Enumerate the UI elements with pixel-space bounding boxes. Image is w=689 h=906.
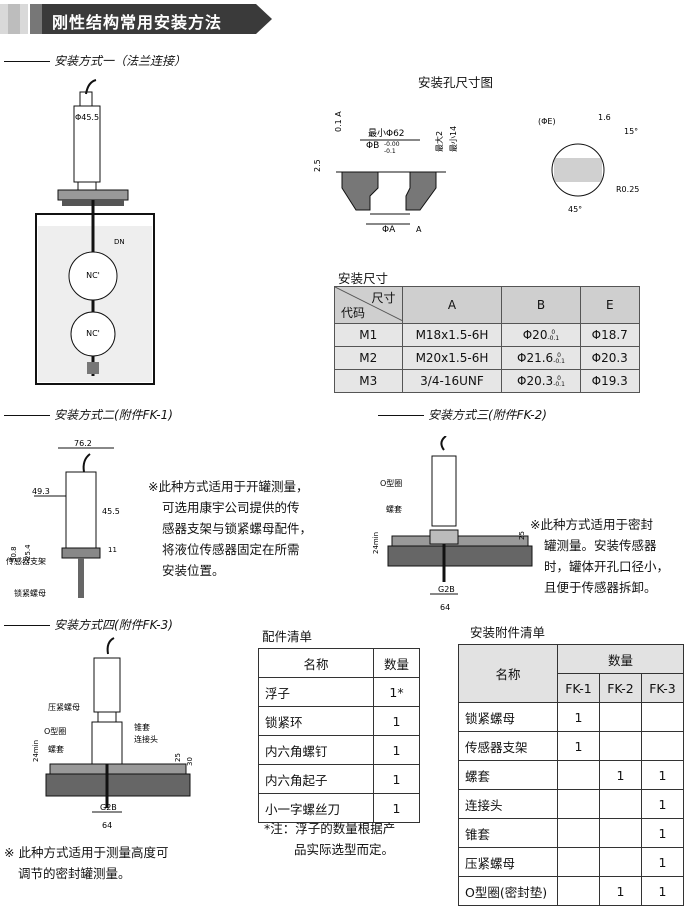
svg-text:30: 30 [186,757,194,766]
header-banner [0,4,272,34]
svg-text:锁紧螺母: 锁紧螺母 [14,588,46,598]
svg-text:1.6: 1.6 [598,113,611,122]
svg-text:最小14: 最小14 [449,126,458,152]
method4-note: ※ 此种方式适用于测量高度可 调节的密封罐测量。 [4,845,169,881]
svg-text:2.5: 2.5 [313,159,322,172]
hole-drawing: 0.1 A 最小Φ62 ΦB -0.00 -0.1 最大2 最小14 2.5 Φ… [313,111,639,235]
svg-text:连接头: 连接头 [134,734,158,744]
svg-text:G2B: G2B [100,803,117,812]
method4-heading: 安装方式四(附件FK-3) [4,616,173,633]
svg-text:G2B: G2B [438,585,455,594]
method2-drawing: 76.2 49.3 45.5 50.8 25.4 11 传感器支架 锁紧螺母 [6,439,120,598]
hole-title: 安装孔尺寸图 [418,75,494,90]
method3-note: ※此种方式适用于密封 罐测量。安装传感器 时，罐体开孔口径小， 且便于传感器拆卸… [530,517,670,595]
svg-text:NC': NC' [86,329,100,338]
method3-heading: 安装方式三(附件FK-2) [378,406,547,423]
accessories-title: 安装附件清单 [470,625,546,640]
svg-text:24min: 24min [32,740,40,762]
method4-drawing: 压紧螺母 O型圈 螺套 锥套 连接头 24min 25 30 G2B 64 [32,637,194,830]
svg-text:25: 25 [174,753,182,762]
method2-heading: 安装方式二(附件FK-1) [4,406,173,423]
method3-drawing: O型圈 螺套 24min 25 G2B 64 [372,436,533,612]
method1-drawing: Φ45.5 DN NC' NC' [35,79,155,385]
method1-heading: 安装方式一（法兰连接） [4,52,186,69]
svg-text:ΦA: ΦA [382,225,396,235]
svg-text:-0.1: -0.1 [384,148,396,155]
dimensions-corner-cell: 尺寸 代码 [334,286,403,324]
svg-text:0.1 A: 0.1 A [334,111,343,132]
dimensions-title: 安装尺寸 [338,271,389,286]
page-title: 刚性结构常用安装方法 [52,13,223,32]
method2-note: ※此种方式适用于开罐测量， 可选用康宇公司提供的传 感器支架与锁紧螺母配件， 将… [148,479,313,578]
svg-text:25.4: 25.4 [24,544,32,560]
svg-text:压紧螺母: 压紧螺母 [48,702,80,712]
svg-text:O型圈: O型圈 [380,479,402,488]
svg-text:45.5: 45.5 [102,507,120,516]
svg-text:螺套: 螺套 [386,504,402,514]
svg-text:24min: 24min [372,532,380,554]
svg-text:76.2: 76.2 [74,439,92,448]
svg-text:11: 11 [108,546,117,554]
svg-text:传感器支架: 传感器支架 [6,556,46,566]
svg-text:(ΦE): (ΦE) [538,117,556,126]
svg-text:最大2: 最大2 [434,131,444,152]
svg-text:螺套: 螺套 [48,744,64,754]
svg-text:49.3: 49.3 [32,487,50,496]
svg-text:R0.25: R0.25 [616,185,639,194]
parts-title: 配件清单 [262,629,313,644]
svg-text:NC': NC' [86,271,100,280]
svg-text:-0.00: -0.00 [384,141,400,148]
svg-text:DN: DN [114,238,125,246]
svg-text:Φ45.5: Φ45.5 [75,113,99,122]
svg-text:A: A [416,225,422,234]
svg-text:64: 64 [440,603,450,612]
diagonal-line [335,287,403,321]
svg-text:50.8: 50.8 [10,546,18,562]
svg-text:ΦB: ΦB [366,141,379,151]
svg-text:O型圈: O型圈 [44,727,66,736]
svg-text:锥套: 锥套 [134,722,150,732]
svg-text:最小Φ62: 最小Φ62 [368,128,405,139]
svg-text:15°: 15° [624,127,638,136]
svg-text:45°: 45° [568,205,582,214]
svg-text:64: 64 [102,821,112,830]
parts-note: *注：浮子的数量根据产 品实际选型而定。 [264,821,396,857]
svg-text:25: 25 [518,531,526,540]
